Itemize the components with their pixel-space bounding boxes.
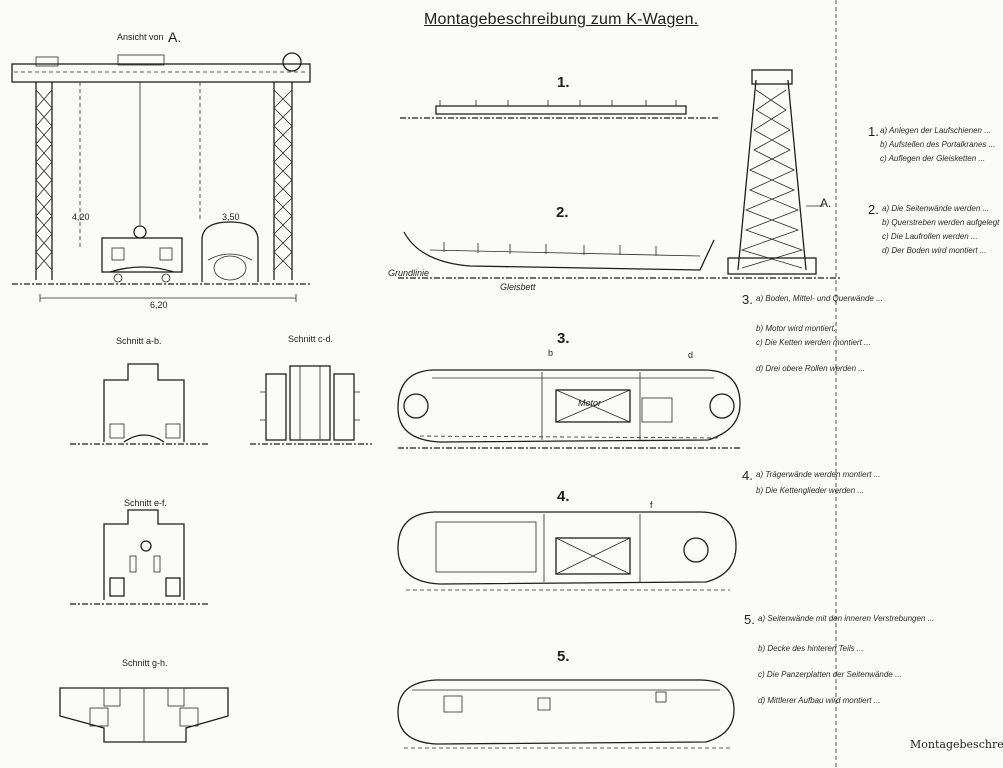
ground-label-mid: Gleisbett	[500, 282, 536, 292]
step-number-3: 3.	[557, 330, 570, 347]
handwritten-note: d) Drei obere Rollen werden ...	[756, 364, 865, 373]
section-label-a-b: Schnitt a-b.	[116, 336, 162, 346]
marker-b: b	[548, 348, 554, 358]
view-letter: A.	[168, 29, 182, 45]
note-number-3: 3.	[742, 292, 753, 307]
section-a-b-drawing	[70, 363, 210, 445]
section-label-c-d: Schnitt c-d.	[288, 334, 334, 344]
gantry-crane-view	[11, 52, 311, 302]
note-number-1: 1.	[868, 124, 879, 139]
drawing-title: Montagebeschreibung zum K-Wagen.	[424, 11, 699, 28]
handwritten-note: a) Trägerwände werden montiert ...	[756, 470, 881, 479]
handwritten-note: b) Querstreben werden aufgelegt ...	[882, 218, 1000, 227]
step-4-drawing	[397, 511, 737, 591]
handwritten-note: b) Aufstellen des Portalkranes ...	[880, 140, 996, 149]
handwritten-note: c) Die Panzerplatten der Seitenwände ...	[758, 670, 902, 679]
view-marker-a: A.	[820, 196, 832, 210]
section-label-g-h: Schnitt g-h.	[122, 658, 168, 668]
step-5-drawing	[397, 679, 735, 749]
handwritten-note: c) Die Laufrollen werden ...	[882, 232, 978, 241]
section-e-f-drawing	[70, 509, 210, 605]
handwritten-note: b) Die Kettenglieder werden ...	[756, 486, 865, 495]
handwritten-note: d) Der Boden wird montiert ...	[882, 246, 987, 255]
step-1-drawing	[400, 100, 720, 119]
handwritten-note: b) Decke des hinteren Teils ...	[758, 644, 864, 653]
handwritten-note: a) Anlegen der Laufschienen ...	[880, 126, 991, 135]
dimension-2: 3,50	[222, 212, 240, 222]
section-c-d-drawing	[250, 365, 372, 445]
handwritten-note: a) Seitenwände mit den inneren Verstrebu…	[758, 614, 935, 623]
dimension-1: 4,20	[72, 212, 90, 222]
step-number-4: 4.	[557, 488, 570, 505]
handwritten-note: c) Auflegen der Gleisketten ...	[880, 154, 986, 163]
dimension-3: 6,20	[150, 300, 168, 310]
marker-f: f	[650, 500, 653, 510]
note-number-5: 5.	[744, 612, 755, 627]
note-number-2: 2.	[868, 202, 879, 217]
section-label-e-f: Schnitt e-f.	[124, 498, 168, 508]
handwritten-note: c) Die Ketten werden montiert ...	[756, 338, 871, 347]
handwritten-note: b) Motor wird montiert.	[756, 324, 837, 333]
step-2-drawing	[398, 69, 840, 279]
note-number-4: 4.	[742, 468, 753, 483]
handwritten-note: a) Boden, Mittel- und Querwände ...	[756, 294, 883, 303]
block-label: Motor	[578, 398, 602, 408]
handwritten-note: d) Mittlerer Aufbau wird montiert ...	[758, 696, 881, 705]
handwritten-note: a) Die Seitenwände werden ...	[882, 204, 990, 213]
marker-d: d	[688, 350, 694, 360]
stamp-text: Montagebeschreit	[910, 738, 1003, 751]
step-number-5: 5.	[557, 648, 570, 665]
view-label: Ansicht von	[117, 32, 164, 42]
step-number-2: 2.	[556, 204, 569, 221]
step-3-drawing	[397, 369, 741, 449]
section-g-h-drawing	[59, 687, 229, 743]
ground-label-left: Grundlinie	[388, 268, 430, 278]
step-number-1: 1.	[557, 74, 570, 91]
